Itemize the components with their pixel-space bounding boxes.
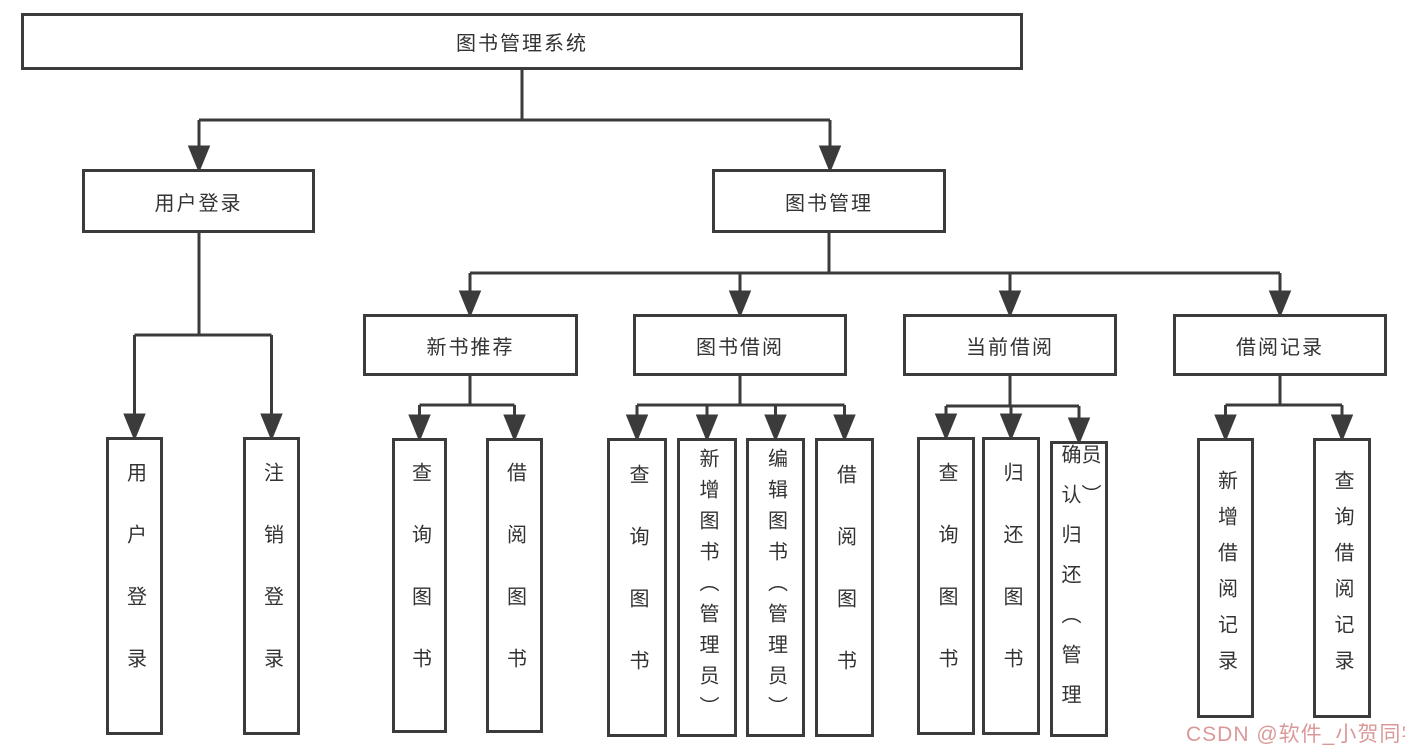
arrow-down-icon xyxy=(818,145,842,173)
node-book-management: 图书管理 xyxy=(712,169,946,233)
node-label: 新书推荐 xyxy=(426,336,515,359)
arrow-down-icon xyxy=(934,413,958,441)
connector-current-borrow-leaves xyxy=(934,376,1091,445)
connector-new-books-leaves xyxy=(408,376,526,442)
arrow-down-icon xyxy=(1214,414,1237,442)
leaf-query-books: 查询图书 xyxy=(607,438,667,737)
connector-book-borrow-leaves xyxy=(625,376,856,442)
arrow-down-icon xyxy=(1268,290,1292,318)
arrow-down-icon xyxy=(123,413,146,441)
leaf-return-books: 归还图书 xyxy=(982,437,1040,735)
node-label: 用户登录 xyxy=(123,462,146,710)
node-new-book-recommend: 新书推荐 xyxy=(363,314,578,376)
arrow-down-icon xyxy=(625,414,649,442)
node-label: 图书管理 xyxy=(785,192,873,215)
leaf-borrow-books: 借阅图书 xyxy=(815,438,874,737)
arrow-down-icon xyxy=(764,414,787,442)
csdn-watermark: CSDN @软件_小贺同学 xyxy=(1186,723,1405,746)
node-label: 查询借阅记录 xyxy=(1331,470,1353,686)
arrow-down-icon xyxy=(408,414,431,442)
node-label: 查询图书 xyxy=(626,463,648,712)
connector-root-to-level2 xyxy=(187,69,842,173)
node-label: 新增借阅记录 xyxy=(1214,470,1237,686)
node-label: 当前借阅 xyxy=(966,336,1054,359)
node-label: 注销登录 xyxy=(260,462,283,710)
arrow-down-icon xyxy=(187,145,211,173)
leaf-edit-books-admin: 编辑图书（管理员） xyxy=(746,438,805,737)
arrow-down-icon xyxy=(260,413,283,441)
leaf-add-borrow-record: 新增借阅记录 xyxy=(1197,438,1254,718)
arrow-down-icon xyxy=(998,290,1022,318)
leaf-logout: 注销登录 xyxy=(243,437,300,735)
node-label: 新增图书（管理员） xyxy=(696,448,718,727)
leaf-query-books: 查询图书 xyxy=(917,437,975,735)
leaf-user-login: 用户登录 xyxy=(106,437,163,735)
leaf-add-books-admin: 新增图书（管理员） xyxy=(677,438,737,737)
node-label: 借阅图书 xyxy=(503,461,526,710)
node-label: 图书管理系统 xyxy=(456,33,588,55)
leaf-confirm-return-admin: 确认归还（管理员） xyxy=(1050,441,1108,737)
node-label: 查询图书 xyxy=(408,461,431,710)
arrow-down-icon xyxy=(458,290,482,318)
connector-user-login-leaves xyxy=(123,233,283,441)
leaf-query-borrow-record: 查询借阅记录 xyxy=(1313,438,1371,718)
connector-borrow-records-leaves xyxy=(1214,376,1354,442)
arrow-down-icon xyxy=(503,414,526,442)
node-label: 图书借阅 xyxy=(696,336,784,359)
node-label: 编辑图书（管理员） xyxy=(764,448,787,727)
node-borrow-records: 借阅记录 xyxy=(1173,314,1387,376)
connector-book-mgmt-to-level3 xyxy=(458,233,1292,318)
arrow-down-icon xyxy=(833,414,856,442)
node-label: 借阅记录 xyxy=(1236,336,1324,359)
leaf-query-books: 查询图书 xyxy=(392,438,447,733)
node-user-login: 用户登录 xyxy=(82,169,315,233)
arrow-down-icon xyxy=(728,290,752,318)
node-current-borrow: 当前借阅 xyxy=(903,314,1117,376)
arrow-down-icon xyxy=(695,414,719,442)
arrow-down-icon xyxy=(1330,414,1354,442)
node-book-borrow: 图书借阅 xyxy=(633,314,847,376)
node-label: 用户登录 xyxy=(154,192,243,215)
node-label: 借阅图书 xyxy=(833,463,856,712)
node-label: 归还图书 xyxy=(1000,462,1022,710)
leaf-borrow-books: 借阅图书 xyxy=(486,438,543,733)
arrow-down-icon xyxy=(999,413,1023,441)
node-label: 确认归还（管理员） xyxy=(1058,444,1100,724)
arrow-down-icon xyxy=(1067,417,1091,445)
node-root-system: 图书管理系统 xyxy=(21,13,1023,70)
node-label: 查询图书 xyxy=(935,462,957,710)
